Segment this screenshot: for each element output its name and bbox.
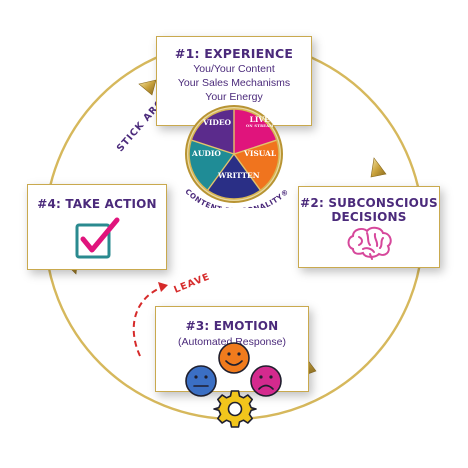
subconscious-card: #2: SUBCONSCIOUS DECISIONS (298, 186, 440, 268)
brain-icon (347, 226, 392, 260)
wheel-label-visual: VISUAL (244, 149, 277, 158)
subconscious-title-line-1: #2: SUBCONSCIOUS (300, 196, 438, 210)
content-personality-wheel (185, 105, 283, 203)
wheel-segment-audio (188, 140, 234, 191)
subconscious-title-line-2: DECISIONS (331, 210, 407, 224)
experience-line-1: You/Your Content (193, 63, 275, 75)
arrowhead-to-experience (138, 79, 157, 96)
checkbox-checked-icon (75, 217, 120, 259)
emotion-card: #3: EMOTION (Automated Response) (155, 306, 309, 392)
wheel-label-audio: AUDIO (192, 149, 221, 158)
wheel-label-written: WRITTEN (218, 171, 260, 180)
subconscious-title: #2: SUBCONSCIOUS DECISIONS (299, 196, 439, 224)
svg-text:CONTENT PERSONALITY®: CONTENT PERSONALITY® (183, 187, 290, 208)
leave-arrow-path (132, 286, 163, 357)
emotion-title: #3: EMOTION (185, 319, 279, 333)
arrowhead-to-subconscious (370, 157, 387, 178)
wheel-caption: CONTENT PERSONALITY® (183, 187, 290, 208)
wheel-label-video: VIDEO (203, 118, 232, 127)
wheel-segment-visual (234, 140, 280, 191)
take-action-card: #4: TAKE ACTION (27, 184, 167, 270)
wheel-caption-text: CONTENT PERSONALITY® (183, 187, 290, 208)
emotion-subtitle: (Automated Response) (178, 336, 286, 348)
wheel-label-live-main: LIVE (249, 115, 270, 124)
wheel-segment-video (191, 109, 234, 154)
wheel-label-live-sub: ON STREAM (246, 124, 274, 128)
take-action-title: #4: TAKE ACTION (37, 197, 157, 211)
wheel-segment-live (234, 109, 277, 154)
experience-line-2: Your Sales Mechanisms (177, 77, 291, 89)
wheel-segment-written (207, 154, 261, 200)
experience-line-3: Your Energy (205, 91, 263, 103)
leave-arrowhead (158, 282, 168, 292)
experience-title: #1: EXPERIENCE (174, 46, 294, 61)
wheel-label-live: LIVE ON STREAM (246, 115, 273, 128)
